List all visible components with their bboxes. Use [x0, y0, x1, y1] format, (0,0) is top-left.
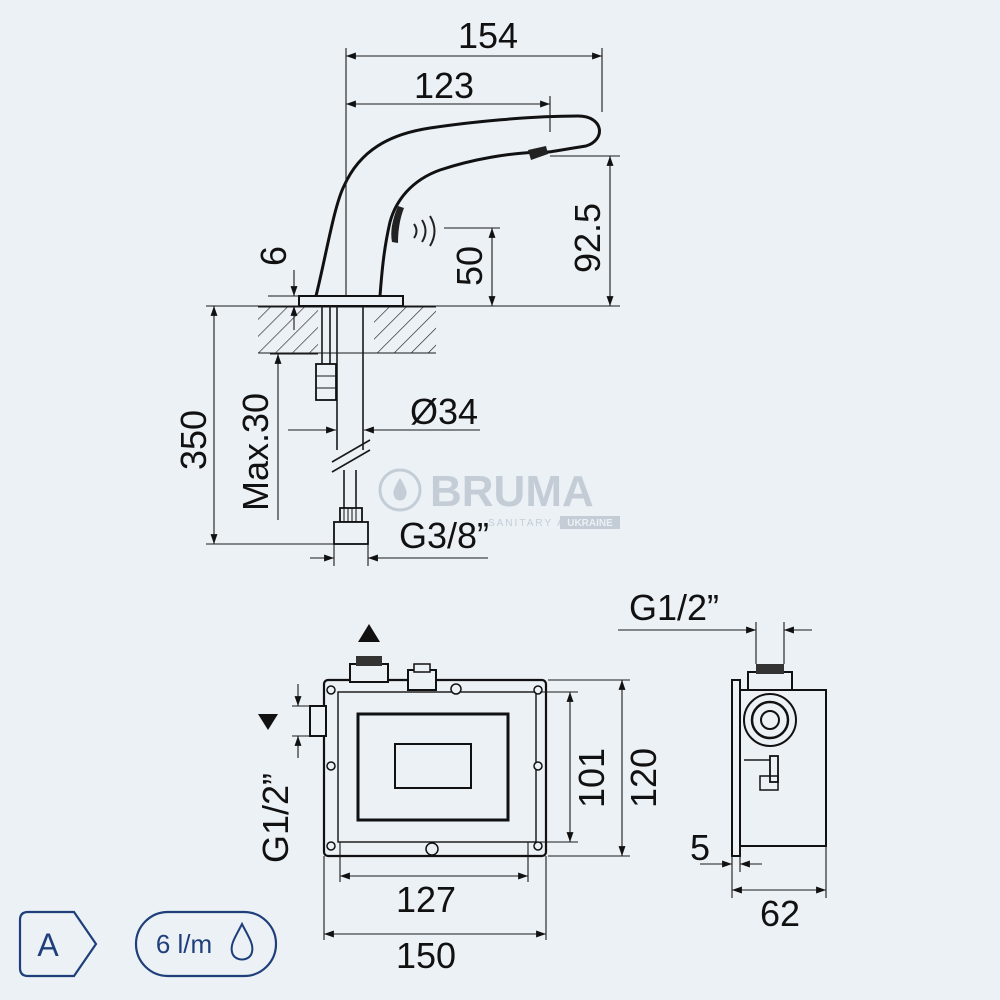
dim-350-label: 350 [173, 410, 214, 470]
faucet-elevation: 154 123 92.5 50 6 350 Max.30 Ø34 G3/8” [173, 15, 620, 566]
box-cover-plate [356, 712, 510, 822]
watermark-brand: BRUMA [430, 467, 594, 516]
outlet-arrow-up-icon [358, 624, 380, 642]
box-side-inlet [309, 705, 327, 737]
faucet-spout [314, 114, 601, 297]
watermark-sub-left: SANITARY ART [488, 518, 583, 529]
sensor-wave-icon [413, 215, 436, 247]
flow-rate-badge: 6 l/m [134, 910, 278, 978]
dim-120-label: 120 [623, 748, 664, 808]
box-top-outlet [349, 663, 389, 683]
dim-50-label: 50 [449, 246, 490, 286]
hose-nut [315, 363, 337, 401]
box-side-view: G1/2” 5 62 [618, 587, 827, 934]
dim-101-label: 101 [571, 748, 612, 808]
inlet-arrow-down-icon [258, 714, 278, 730]
dim-154-label: 154 [458, 15, 518, 56]
dim-92-5-label: 92.5 [567, 203, 608, 273]
dim-5-label: 5 [690, 827, 710, 868]
flow-rate-label: 6 l/m [156, 929, 212, 959]
watermark-logo-icon [378, 468, 422, 512]
dim-g38-label: G3/8” [399, 515, 489, 556]
aerator [528, 146, 548, 160]
dim-g12-top-label: G1/2” [629, 587, 719, 628]
dim-diameter-label: Ø34 [410, 391, 478, 432]
box-window [394, 743, 472, 789]
dim-150-label: 150 [396, 935, 456, 976]
dim-123-label: 123 [414, 65, 474, 106]
dim-6-label: 6 [253, 246, 294, 266]
water-drop-icon [230, 921, 254, 961]
faucet-base [298, 295, 404, 307]
inlet-fitting [339, 507, 363, 523]
dim-g12-side-label: G1/2” [255, 773, 296, 863]
energy-class-badge: A [18, 910, 98, 978]
watermark-sub-right: UKRAINE [567, 518, 613, 529]
dim-127-label: 127 [396, 879, 456, 920]
dim-62-label: 62 [760, 893, 800, 934]
sensor-window [391, 206, 404, 243]
dim-max30-label: Max.30 [235, 393, 276, 511]
box-front-view: 127 150 101 120 G1/2” [255, 624, 664, 976]
bruma-watermark: BRUMA SANITARY ART UKRAINE [378, 467, 620, 529]
energy-class-label: A [37, 927, 59, 963]
